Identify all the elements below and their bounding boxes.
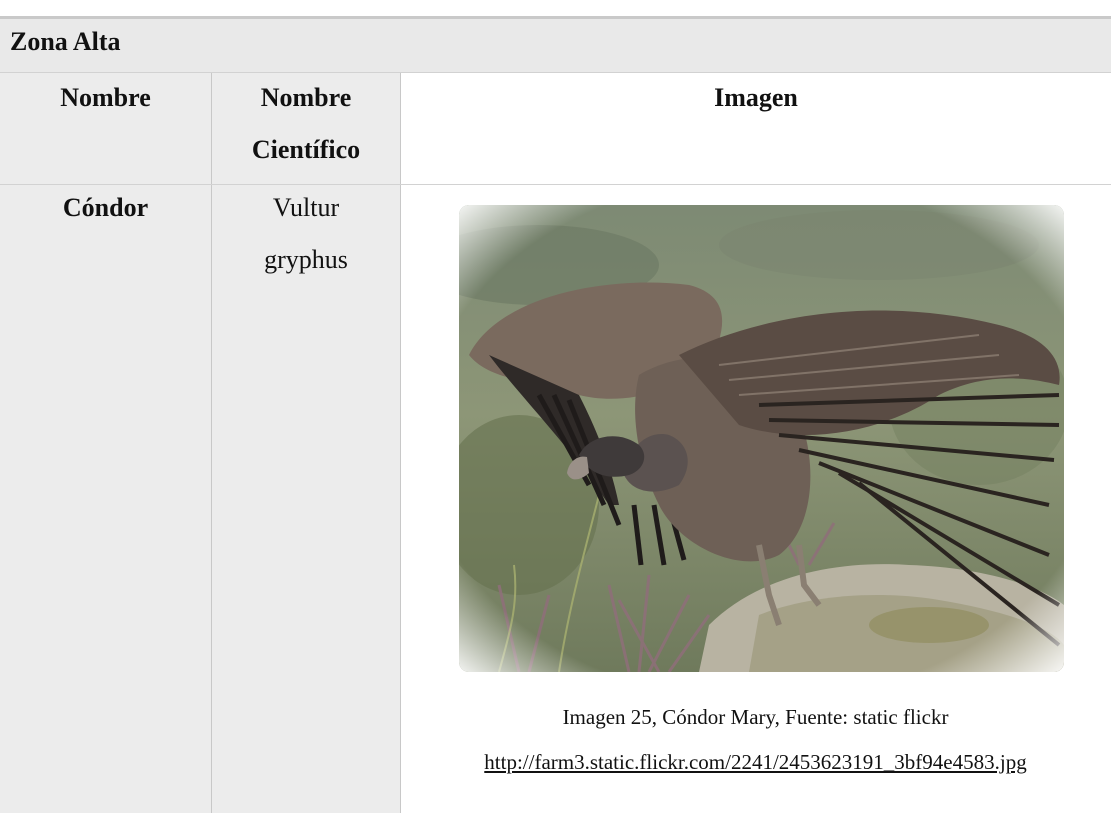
zone-separator <box>0 72 1111 73</box>
row-name: Cóndor <box>62 193 149 222</box>
name-column-bg <box>0 73 211 813</box>
header-scientific-line2: Científico <box>251 135 361 164</box>
header-name: Nombre <box>60 83 151 112</box>
header-scientific-line1: Nombre <box>260 83 352 112</box>
column-divider-2 <box>400 73 401 813</box>
zone-title: Zona Alta <box>0 19 1111 72</box>
condor-photo <box>459 205 1064 672</box>
image-caption: Imagen 25, Cóndor Mary, Fuente: static f… <box>562 705 949 729</box>
column-divider-1 <box>211 73 212 813</box>
row-scientific-line1: Vultur <box>272 193 340 222</box>
scientific-column-bg <box>212 73 400 813</box>
header-image: Imagen <box>714 83 798 112</box>
header-separator <box>0 184 1111 185</box>
row-scientific-line2: gryphus <box>264 245 348 274</box>
condor-image-icon <box>459 205 1064 672</box>
top-rule <box>0 16 1111 19</box>
image-source-link[interactable]: http://farm3.static.flickr.com/2241/2453… <box>484 750 1027 774</box>
